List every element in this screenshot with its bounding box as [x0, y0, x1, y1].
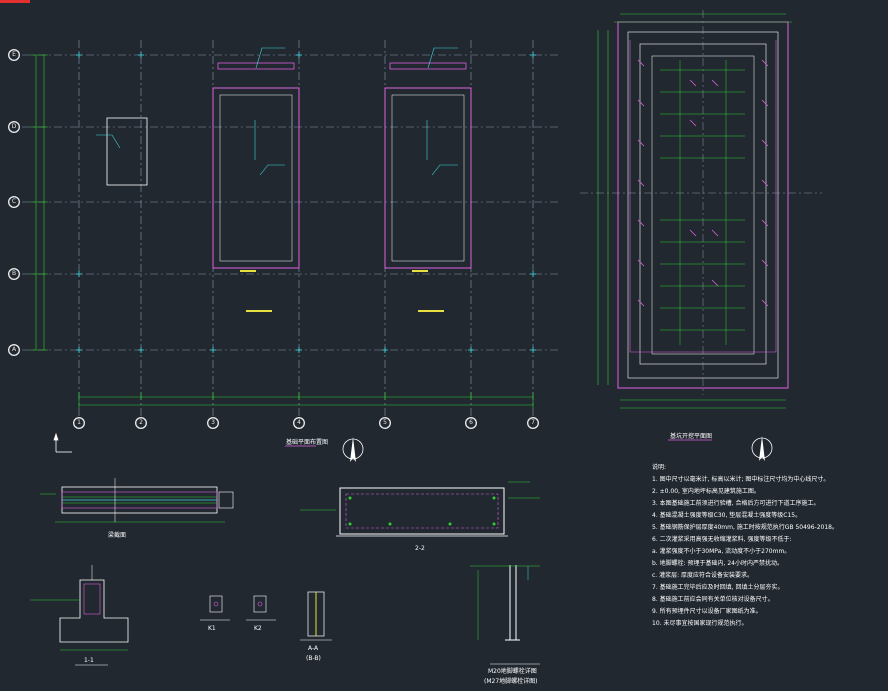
section-aa-detail [300, 591, 332, 641]
grid-row-c: C [8, 196, 20, 208]
grid-col-7: 7 [527, 417, 539, 429]
note-item: 4. 基础混凝土强度等级C30, 垫层混凝土强度等级C15。 [652, 512, 802, 519]
anchor-bolt-detail [470, 565, 540, 665]
window-marker [0, 0, 30, 3]
beam-detail [40, 478, 234, 523]
note-item: 7. 基础施工完毕后应及时回填, 回填土分层夯实。 [652, 584, 784, 591]
north-arrow-icon [342, 437, 364, 462]
grid-row-b: B [8, 268, 20, 280]
note-item: 10. 未尽事宜按国家现行规范执行。 [652, 620, 748, 627]
note-item: 2. ±0.00, 室内地坪标高见建筑施工图。 [652, 488, 760, 495]
grid-row-e: E [8, 49, 20, 61]
plan-title: 基础平面布置图 [286, 439, 329, 446]
note-item: 6. 二次灌浆采用高强无收缩灌浆料, 强度等级不低于: [652, 536, 792, 543]
pit-plan [580, 10, 822, 409]
embed-subtitle: (M27地脚螺栓详图) [484, 678, 538, 685]
grid-row-a: A [8, 344, 20, 356]
grid-col-6: 6 [465, 417, 477, 429]
k1-title: K1 [208, 625, 216, 632]
notes-heading: 说明: [652, 464, 667, 471]
section-bb-title: (B-B) [306, 655, 321, 662]
grid-col-5: 5 [379, 417, 391, 429]
beam-section-title: 梁截面 [108, 532, 127, 539]
section-aa-title: A-A [308, 645, 319, 652]
note-item: 1. 图中尺寸以毫米计, 标高以米计; 图中标注尺寸均为中心线尺寸。 [652, 476, 830, 483]
note-item: c. 灌浆层: 厚度应符合设备安装要求。 [652, 572, 754, 579]
section-2-2-detail [300, 481, 540, 537]
note-item: 3. 本图基础施工前须进行验槽, 合格后方可进行下道工序施工。 [652, 500, 820, 507]
note-item: 8. 基础施工前应会同有关单位核对设备尺寸。 [652, 596, 774, 603]
note-item: a. 灌浆强度不小于30MPa, 流动度不小于270mm。 [652, 548, 791, 555]
note-item: 5. 基础钢筋保护层厚度40mm, 施工时按规范执行GB 50496-2018。 [652, 524, 838, 531]
grid-col-2: 2 [135, 417, 147, 429]
note-item: 9. 所有预埋件尺寸以设备厂家图纸为准。 [652, 608, 762, 615]
grid-col-4: 4 [293, 417, 305, 429]
section-2-2-title: 2-2 [415, 545, 425, 552]
grid-col-1: 1 [73, 417, 85, 429]
foundation-2-outline [384, 87, 472, 269]
k2-title: K2 [254, 625, 262, 632]
note-item: b. 地脚螺栓: 预埋于基础内, 24小时内严禁扰动。 [652, 560, 784, 567]
grid-row-d: D [8, 121, 20, 133]
pit-title: 基坑开挖平面图 [670, 433, 713, 440]
k1-k2-details [200, 595, 276, 621]
section-1-1-title: 1-1 [84, 657, 94, 664]
general-notes: 说明: 1. 图中尺寸以毫米计, 标高以米计; 图中标注尺寸均为中心线尺寸。 2… [652, 462, 880, 630]
foundation-plan [22, 40, 560, 418]
embed-title: M20地脚螺栓详图 [488, 668, 537, 675]
north-arrow-right-icon [751, 436, 773, 461]
section-1-1-detail [30, 565, 129, 666]
small-foundation [106, 117, 148, 186]
ucs-icon [53, 432, 72, 453]
grid-col-3: 3 [207, 417, 219, 429]
foundation-1-outline [212, 87, 300, 269]
